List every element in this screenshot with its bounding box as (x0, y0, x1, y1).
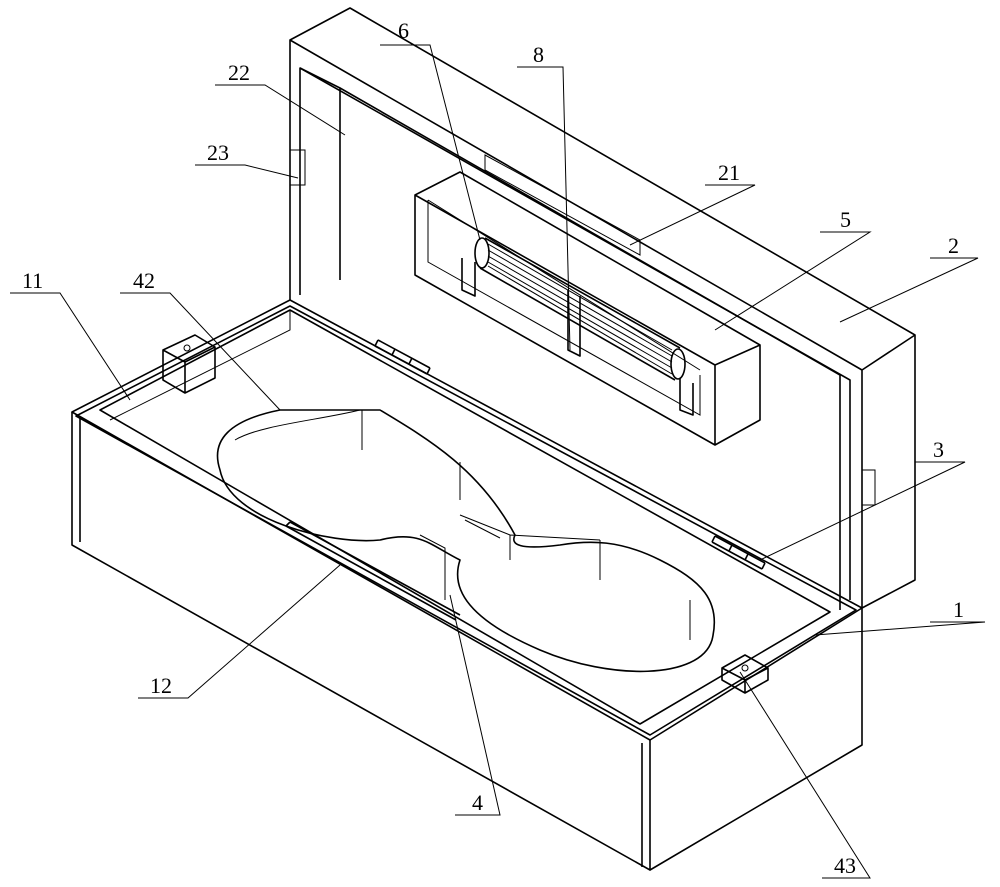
label-43: 43 (834, 853, 856, 878)
roller-housing (414, 171, 761, 446)
hinges (374, 339, 766, 570)
label-4: 4 (472, 790, 483, 815)
label-11: 11 (22, 268, 43, 293)
callouts (10, 44, 986, 879)
label-21: 21 (718, 160, 740, 185)
lid (289, 7, 916, 610)
label-42: 42 (133, 268, 155, 293)
label-3: 3 (933, 437, 944, 462)
base-box (71, 299, 863, 871)
label-8: 8 (533, 42, 544, 67)
label-6: 6 (398, 18, 409, 43)
handle-slot (285, 521, 461, 621)
label-1: 1 (953, 597, 964, 622)
label-12: 12 (150, 673, 172, 698)
label-22: 22 (228, 60, 250, 85)
label-5: 5 (840, 207, 851, 232)
label-2: 2 (948, 233, 959, 258)
label-23: 23 (207, 140, 229, 165)
insert-cavity (216, 409, 716, 673)
